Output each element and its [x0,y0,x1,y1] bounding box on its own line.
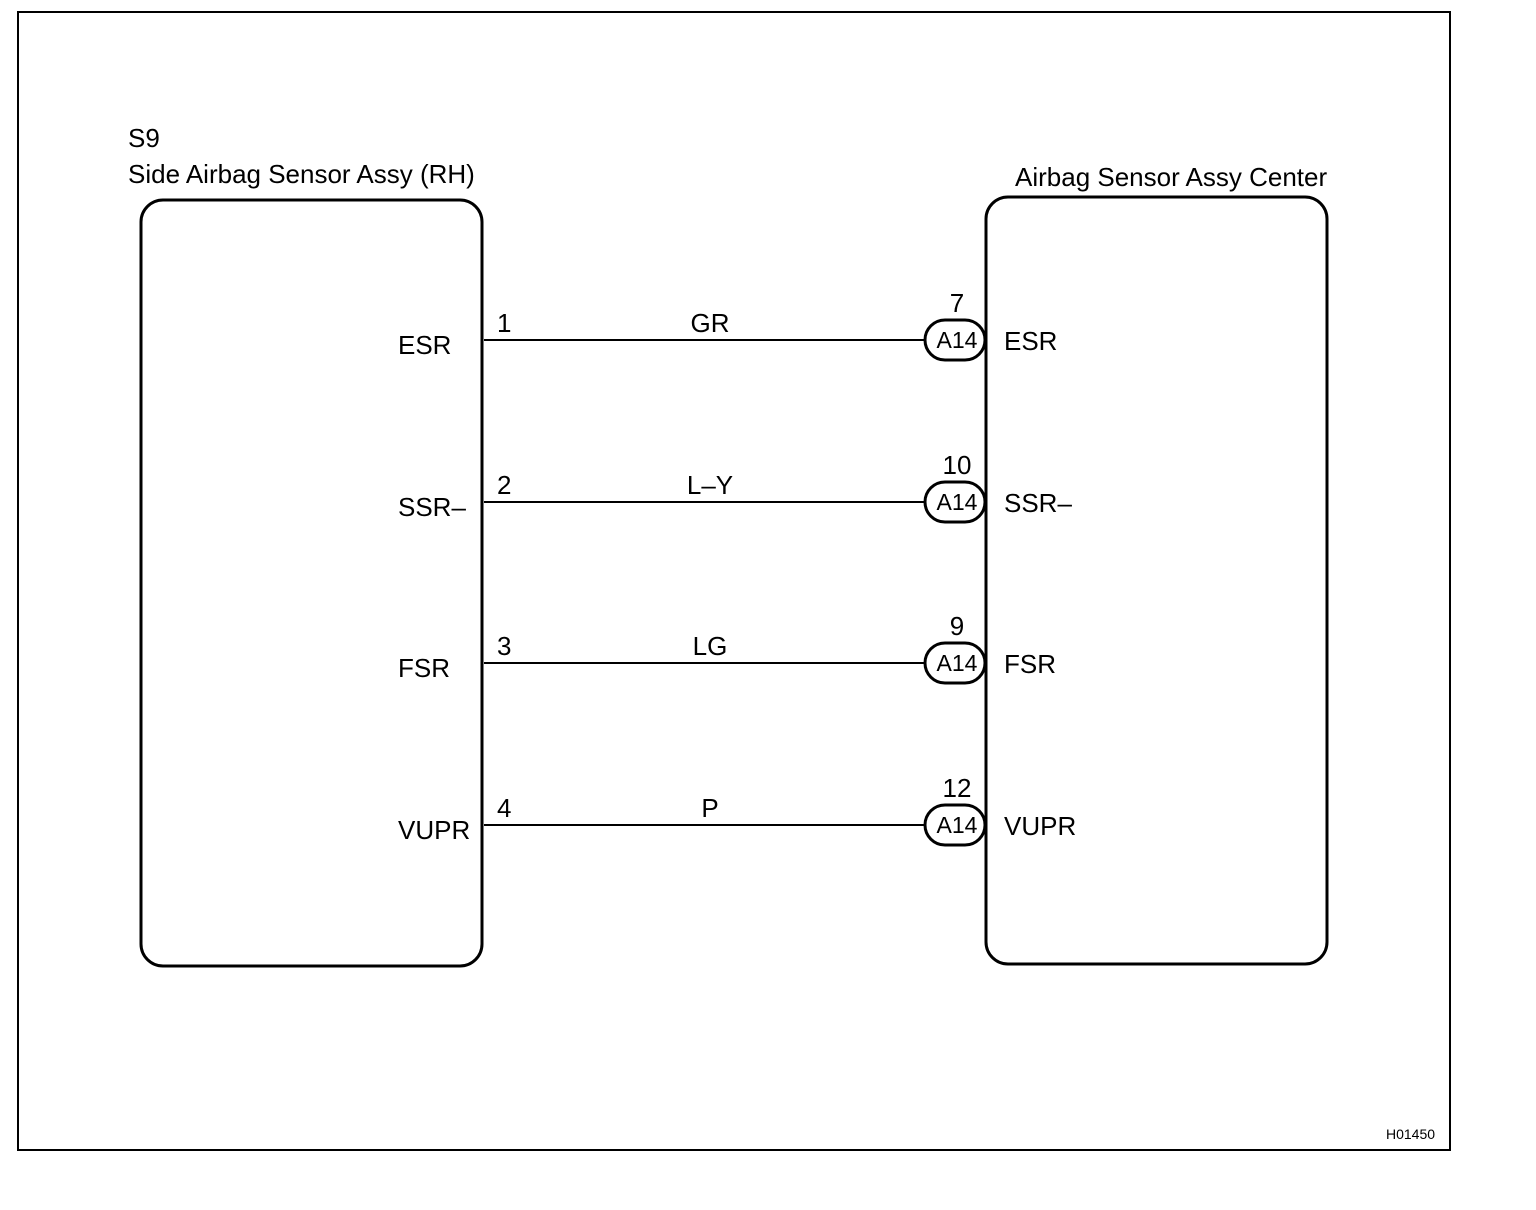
left-pin-number: 4 [497,793,511,823]
figure-code: H01450 [1386,1126,1435,1142]
connector-shape [923,641,987,685]
right-pin-number: 9 [950,611,964,641]
left-terminal-label: VUPR [398,815,470,845]
diagram-frame [17,11,1451,1151]
left-component-box [139,198,484,968]
wire-color-label: P [701,793,718,823]
wire-color-label: GR [691,308,730,338]
left-pin-number: 1 [497,308,511,338]
left-pin-number: 3 [497,631,511,661]
right-terminal-label: VUPR [1004,811,1076,841]
right-terminal-label: ESR [1004,326,1057,356]
connector-label: A14 [937,812,978,838]
right-pin-number: 10 [943,450,972,480]
left-component-id: S9 [128,123,160,153]
right-terminal-label: FSR [1004,649,1056,679]
connector-shape [923,803,987,847]
connector-label: A14 [937,489,978,515]
right-pin-number: 12 [943,773,972,803]
right-terminal-label: SSR– [1004,488,1072,518]
connector-shape [923,318,987,362]
left-component-name: Side Airbag Sensor Assy (RH) [128,159,475,189]
connector-label: A14 [937,327,978,353]
wire-color-label: L–Y [687,470,733,500]
left-terminal-label: SSR– [398,492,466,522]
connector-shape [923,480,987,524]
left-terminal-label: FSR [398,653,450,683]
left-pin-number: 2 [497,470,511,500]
connector-label: A14 [937,650,978,676]
right-pin-number: 7 [950,288,964,318]
right-component-box [984,195,1329,966]
right-component-name: Airbag Sensor Assy Center [1015,162,1327,192]
wire-color-label: LG [693,631,728,661]
left-terminal-label: ESR [398,330,451,360]
